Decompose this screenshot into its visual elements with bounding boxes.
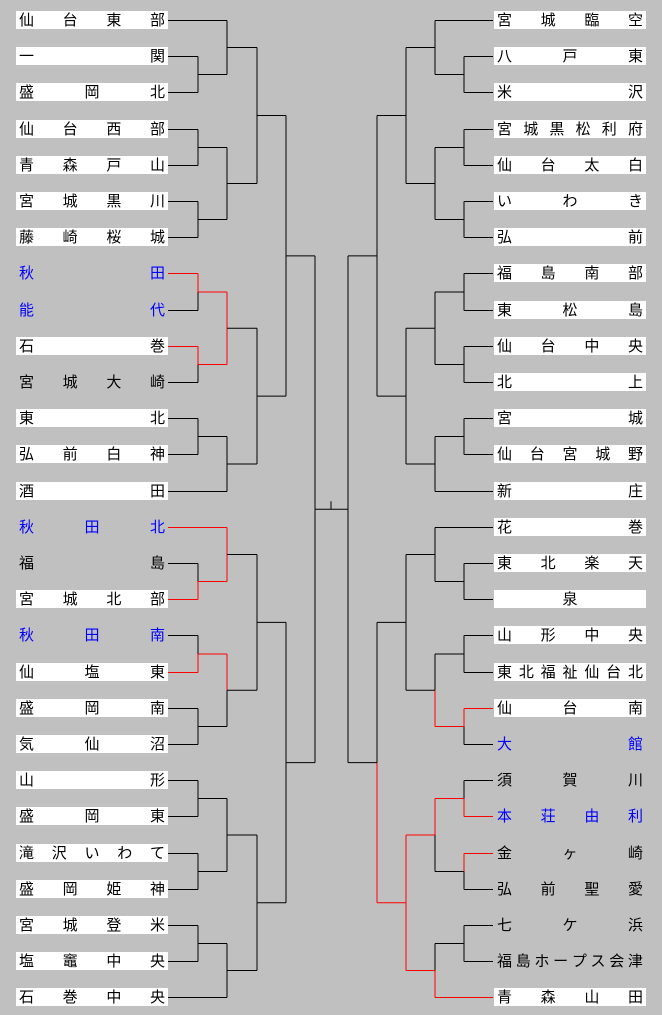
left-team-2: 盛岡北	[16, 83, 168, 101]
left-team-13: 酒田	[16, 482, 168, 500]
left-team-5: 宮城黒川	[16, 192, 168, 210]
left-team-19: 盛岡南	[16, 699, 168, 717]
left-team-6: 藤崎桜城	[16, 228, 168, 246]
left-team-25: 宮城登米	[16, 916, 168, 934]
left-team-12: 弘前白神	[16, 445, 168, 463]
right-team-8: 東松島	[494, 301, 646, 319]
left-team-18: 仙塩東	[16, 663, 168, 681]
left-team-8: 能代	[19, 301, 165, 319]
left-team-14: 秋田北	[19, 518, 165, 536]
left-team-4: 青森戸山	[16, 156, 168, 174]
right-team-5: いわき	[494, 192, 646, 210]
left-team-20: 気仙沼	[16, 735, 168, 753]
left-team-0: 仙台東部	[16, 11, 168, 29]
right-team-24: 弘前聖愛	[497, 880, 643, 898]
right-team-21: 須賀川	[497, 771, 643, 789]
right-team-15: 東北楽天	[494, 554, 646, 572]
right-team-6: 弘前	[494, 228, 646, 246]
right-team-7: 福島南部	[494, 264, 646, 282]
right-team-0: 宮城臨空	[494, 11, 646, 29]
left-team-1: 一関	[16, 47, 168, 65]
left-team-17: 秋田南	[19, 626, 165, 644]
right-team-25: 七ケ浜	[497, 916, 643, 934]
left-team-16: 宮城北部	[16, 590, 168, 608]
right-team-11: 宮城	[494, 409, 646, 427]
right-team-27: 青森山田	[494, 988, 646, 1006]
left-team-10: 宮城大崎	[19, 373, 165, 391]
right-team-17: 山形中央	[494, 626, 646, 644]
right-team-12: 仙台宮城野	[494, 445, 646, 463]
left-team-7: 秋田	[19, 264, 165, 282]
left-team-26: 塩竈中央	[16, 952, 168, 970]
right-team-19: 仙台南	[494, 699, 646, 717]
left-team-27: 石巻中央	[16, 988, 168, 1006]
right-team-3: 宮城黒松利府	[494, 120, 646, 138]
left-team-23: 滝沢いわて	[16, 844, 168, 862]
right-team-16: 泉	[494, 590, 646, 608]
right-team-2: 米沢	[494, 83, 646, 101]
right-team-4: 仙台太白	[494, 156, 646, 174]
right-team-22: 本荘由利	[497, 807, 643, 825]
left-team-11: 東北	[16, 409, 168, 427]
left-team-21: 山形	[16, 771, 168, 789]
left-team-24: 盛岡姫神	[16, 880, 168, 898]
right-team-14: 花巻	[494, 518, 646, 536]
left-team-22: 盛岡東	[16, 807, 168, 825]
right-team-26: 福島ホープス会津	[497, 952, 643, 970]
right-team-9: 仙台中央	[494, 337, 646, 355]
right-team-23: 金ヶ崎	[497, 844, 643, 862]
left-team-3: 仙台西部	[16, 120, 168, 138]
right-team-10: 北上	[494, 373, 646, 391]
right-team-1: 八戸東	[494, 47, 646, 65]
right-team-13: 新庄	[494, 482, 646, 500]
left-team-9: 石巻	[16, 337, 168, 355]
right-team-20: 大館	[497, 735, 643, 753]
left-team-15: 福島	[19, 554, 165, 572]
right-team-18: 東北福祉仙台北	[494, 663, 646, 681]
